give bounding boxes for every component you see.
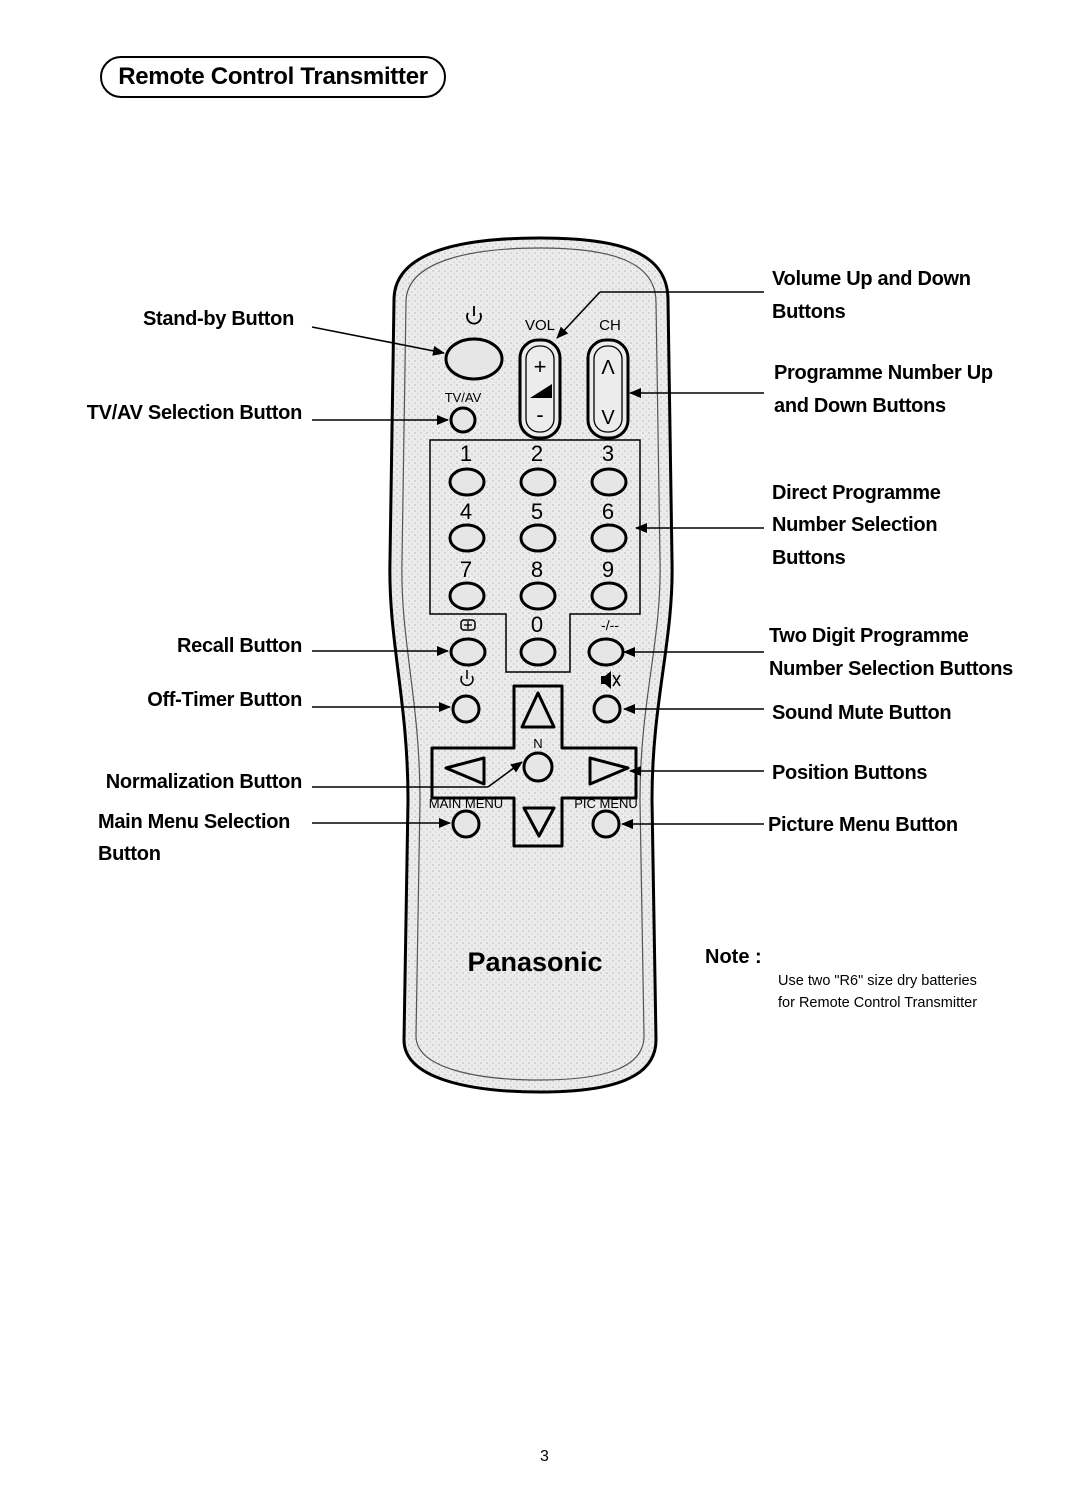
position-right-button[interactable] <box>588 756 630 786</box>
digit-8-button[interactable] <box>519 581 557 611</box>
two-digit-label: -/-- <box>601 617 619 633</box>
digit-3-button[interactable] <box>590 467 628 497</box>
digit-5-label: 5 <box>531 499 543 524</box>
digit-0-button[interactable] <box>519 637 557 667</box>
note-heading: Note : <box>705 946 762 968</box>
position-up-button[interactable] <box>520 691 556 729</box>
digit-6-button[interactable] <box>590 523 628 553</box>
timer-icon <box>460 670 474 686</box>
section-title: Remote Control Transmitter <box>100 56 446 98</box>
section-title-text: Remote Control Transmitter <box>118 63 428 90</box>
digit-6-label: 6 <box>602 499 614 524</box>
digit-4-button[interactable] <box>448 523 486 553</box>
normalization-label: Normalization Button <box>105 771 303 793</box>
tvav-label: TV/AV <box>445 390 482 405</box>
off-timer-label: Off-Timer Button <box>147 689 302 711</box>
recall-icon <box>460 619 476 631</box>
main-menu-button[interactable] <box>451 809 481 839</box>
pic-menu-button[interactable] <box>591 809 621 839</box>
volume-rocker[interactable] <box>518 338 562 440</box>
main-menu-selection-label-2: Button <box>98 843 161 865</box>
volume-label-2: Buttons <box>772 301 846 323</box>
normalization-button[interactable] <box>522 751 554 783</box>
direct-programme-label-3: Buttons <box>772 547 846 569</box>
sound-mute-label: Sound Mute Button <box>772 702 952 724</box>
digit-1-label: 1 <box>460 441 472 466</box>
pic-menu-label: PIC MENU <box>574 796 638 811</box>
position-down-button[interactable] <box>522 806 556 838</box>
digit-2-button[interactable] <box>519 467 557 497</box>
vol-label: VOL <box>525 317 555 334</box>
standby-leader <box>311 326 445 356</box>
programme-label-2: and Down Buttons <box>774 395 946 417</box>
digit-0-label: 0 <box>531 612 543 637</box>
note-line-1: Use two "R6" size dry batteries <box>778 973 977 989</box>
picture-menu-label: Picture Menu Button <box>768 814 958 836</box>
n-label: N <box>533 736 542 751</box>
tvav-button[interactable] <box>449 406 477 434</box>
digit-4-label: 4 <box>460 499 472 524</box>
ch-up-label: Λ <box>601 357 615 379</box>
volume-label: Volume Up and Down <box>772 268 971 290</box>
ch-label: CH <box>599 317 621 334</box>
brand-logo: Panasonic <box>467 947 602 977</box>
two-digit-label-text-2: Number Selection Buttons <box>769 658 1013 680</box>
mute-button[interactable] <box>592 694 622 724</box>
recall-button[interactable] <box>449 637 487 667</box>
note-body: Use two "R6" size dry batteries for Remo… <box>778 970 1058 1014</box>
position-buttons-label: Position Buttons <box>772 762 928 784</box>
tvav-selection-label: TV/AV Selection Button <box>86 402 303 424</box>
direct-programme-label-2: Number Selection <box>772 514 938 536</box>
two-digit-button[interactable] <box>587 637 625 667</box>
digit-5-button[interactable] <box>519 523 557 553</box>
digit-3-label: 3 <box>602 441 614 466</box>
main-menu-selection-label: Main Menu Selection <box>98 811 291 833</box>
direct-programme-label: Direct Programme <box>772 482 941 504</box>
note-line-2: for Remote Control Transmitter <box>778 995 978 1011</box>
main-menu-label: MAIN MENU <box>429 796 503 811</box>
off-timer-button[interactable] <box>451 694 481 724</box>
two-digit-label-text: Two Digit Programme <box>769 625 969 647</box>
recall-label: Recall Button <box>177 635 302 657</box>
digit-9-label: 9 <box>602 557 614 582</box>
ch-down-label: V <box>601 407 615 429</box>
digit-2-label: 2 <box>531 441 543 466</box>
power-symbol-icon <box>466 306 482 325</box>
digit-9-button[interactable] <box>590 581 628 611</box>
mute-icon <box>601 671 621 689</box>
digit-1-button[interactable] <box>448 467 486 497</box>
programme-label: Programme Number Up <box>774 362 993 384</box>
digit-7-label: 7 <box>460 557 472 582</box>
vol-minus-label: - <box>536 402 543 427</box>
standby-button[interactable] <box>444 337 504 381</box>
digit-7-button[interactable] <box>448 581 486 611</box>
standby-label: Stand-by Button <box>142 308 294 330</box>
position-left-button[interactable] <box>444 756 486 786</box>
digit-8-label: 8 <box>531 557 543 582</box>
page-number: 3 <box>540 1448 549 1465</box>
vol-plus-label: + <box>534 354 547 379</box>
volume-wedge-icon <box>530 384 552 398</box>
channel-rocker[interactable] <box>586 338 630 440</box>
